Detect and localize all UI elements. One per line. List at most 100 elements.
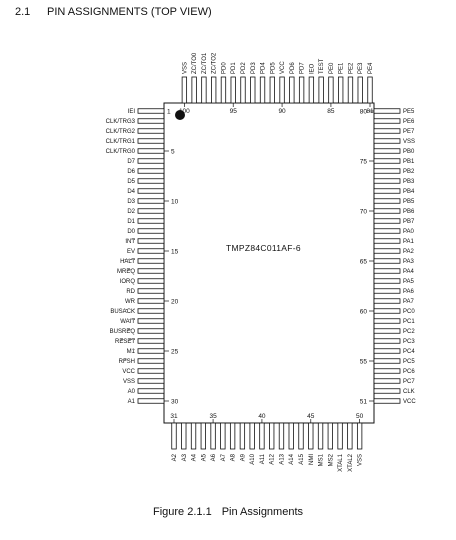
pin-4-clk-trg1 bbox=[137, 138, 165, 144]
pin-label-pd5: PD5 bbox=[270, 62, 276, 74]
pin-label-xtal1: XTAL1 bbox=[338, 453, 344, 472]
pin-label-zc-to0: ZC/TO0 bbox=[192, 52, 198, 74]
pin-label-a13: A13 bbox=[279, 453, 285, 464]
pin-88-pd7 bbox=[298, 76, 305, 104]
pin-64-pa4 bbox=[373, 268, 401, 274]
pin-number-90: 90 bbox=[278, 108, 286, 115]
pin-number-50: 50 bbox=[356, 413, 364, 420]
pin-10-d3 bbox=[137, 198, 165, 204]
pin-44-a15 bbox=[298, 422, 304, 450]
pin-86-test bbox=[318, 76, 324, 104]
pin-number-100: 100 bbox=[179, 108, 190, 115]
pin-24-reset bbox=[137, 338, 165, 344]
pin-label-rd: RD bbox=[126, 289, 135, 295]
pin-label-pc7: PC7 bbox=[403, 379, 415, 385]
pin-70-pb6 bbox=[373, 208, 401, 214]
pin-label-a12: A12 bbox=[270, 453, 276, 464]
pin-label-d1: D1 bbox=[127, 219, 135, 225]
pin-79-pe6 bbox=[373, 118, 401, 124]
pin-label-busack: BUSACK bbox=[110, 309, 135, 315]
pin-16-halt bbox=[137, 258, 165, 264]
pin-8-d5 bbox=[137, 178, 165, 184]
pin-number-5: 5 bbox=[171, 149, 175, 156]
right-pins: VCCCLKPC7PC6PC5PC4PC3PC2PC1PC0PA7PA6PA5P… bbox=[373, 108, 416, 405]
section-title: PIN ASSIGNMENTS (TOP VIEW) bbox=[47, 6, 212, 18]
pin-53-pc7 bbox=[373, 378, 401, 384]
pin-label-pb0: PB0 bbox=[403, 149, 415, 155]
pin-label-iorq: IORQ bbox=[120, 279, 136, 285]
pin-25-m1 bbox=[137, 348, 165, 354]
pin-98-zc-to1 bbox=[201, 76, 207, 104]
pin-65-pa3 bbox=[373, 258, 401, 264]
pin-label-pa7: PA7 bbox=[403, 299, 415, 305]
pin-label-pe5: PE5 bbox=[403, 109, 415, 115]
pin-41-a12 bbox=[269, 422, 275, 450]
pin-42-a13 bbox=[278, 422, 285, 450]
pin-label-pa5: PA5 bbox=[403, 279, 415, 285]
pin-number-40: 40 bbox=[258, 413, 266, 420]
part-number: TMPZ84C011AF-6 bbox=[226, 243, 301, 253]
pin-label-pe3: PE3 bbox=[358, 62, 364, 74]
pin-90-vcc bbox=[279, 76, 285, 104]
pin-label-a10: A10 bbox=[250, 453, 256, 464]
pin-54-pc6 bbox=[373, 368, 401, 374]
pin-label-pe4: PE4 bbox=[368, 62, 374, 74]
pin-label-ev: EV bbox=[127, 249, 135, 255]
pin-number-55: 55 bbox=[360, 359, 368, 366]
pin-40-a11 bbox=[259, 422, 265, 450]
pin-label-clk-trg2: CLK/TRG2 bbox=[106, 129, 136, 135]
pin-label-clk-trg0: CLK/TRG0 bbox=[106, 149, 136, 155]
pin-label-pb2: PB2 bbox=[403, 169, 415, 175]
pin-30-a1 bbox=[137, 398, 165, 404]
pin-label-clk-trg3: CLK/TRG3 bbox=[106, 119, 136, 125]
pin-87-ieo bbox=[308, 76, 315, 104]
pin-number-75: 75 bbox=[360, 159, 368, 166]
pin-label-a0: A0 bbox=[128, 389, 136, 395]
pin-number-65: 65 bbox=[360, 259, 368, 266]
pin-34-a5 bbox=[200, 422, 206, 450]
pin-78-pe7 bbox=[373, 128, 401, 134]
pin-50-vss bbox=[356, 422, 363, 450]
pin-63-pa5 bbox=[373, 278, 401, 284]
pin-7-d6 bbox=[137, 168, 165, 174]
pin-label-pd6: PD6 bbox=[290, 62, 296, 74]
pin-72-pb4 bbox=[373, 188, 401, 194]
pin-23-busreq bbox=[137, 328, 165, 334]
pin-number-85: 85 bbox=[327, 108, 335, 115]
pin-label-pd4: PD4 bbox=[261, 62, 267, 74]
pin-label-pc2: PC2 bbox=[403, 329, 415, 335]
pin-label-int: INT bbox=[125, 239, 135, 245]
pin-label-vss: VSS bbox=[403, 139, 415, 145]
pin-label-pb3: PB3 bbox=[403, 179, 415, 185]
pin-label-clk: CLK bbox=[403, 389, 415, 395]
pin-label-vss: VSS bbox=[123, 379, 135, 385]
pin-37-a8 bbox=[229, 422, 236, 450]
pin-number-10: 10 bbox=[171, 199, 179, 206]
pin-label-a2: A2 bbox=[172, 453, 178, 461]
pin-74-pb2 bbox=[373, 168, 401, 174]
pin-61-pa7 bbox=[373, 298, 401, 304]
pin-17-mreq bbox=[137, 268, 165, 274]
pin-label-d4: D4 bbox=[127, 189, 135, 195]
pin-label-pa3: PA3 bbox=[403, 259, 415, 265]
pin-14-int bbox=[137, 238, 165, 244]
pin-number-80: 80 bbox=[360, 109, 368, 116]
pin-label-d2: D2 bbox=[127, 209, 135, 215]
pin-11-d2 bbox=[137, 208, 165, 214]
pin-label-pb5: PB5 bbox=[403, 199, 415, 205]
pin-label-a11: A11 bbox=[260, 453, 266, 464]
pin-label-d5: D5 bbox=[127, 179, 135, 185]
pin-59-pc1 bbox=[373, 318, 401, 324]
pin-94-pd2 bbox=[240, 76, 246, 104]
pin-97-zc-to2 bbox=[211, 76, 217, 104]
figure-number: Figure 2.1.1 bbox=[152, 506, 212, 518]
pin-58-pc2 bbox=[373, 328, 401, 334]
figure-title: Pin Assignments bbox=[221, 506, 304, 518]
pin-48-xtal1 bbox=[337, 422, 343, 450]
pin-85-pe0 bbox=[328, 76, 334, 104]
pin-69-pb7 bbox=[373, 218, 401, 224]
pin-52-clk bbox=[373, 388, 401, 394]
pin-96-pd0 bbox=[220, 76, 227, 104]
pin-number-20: 20 bbox=[171, 299, 179, 306]
